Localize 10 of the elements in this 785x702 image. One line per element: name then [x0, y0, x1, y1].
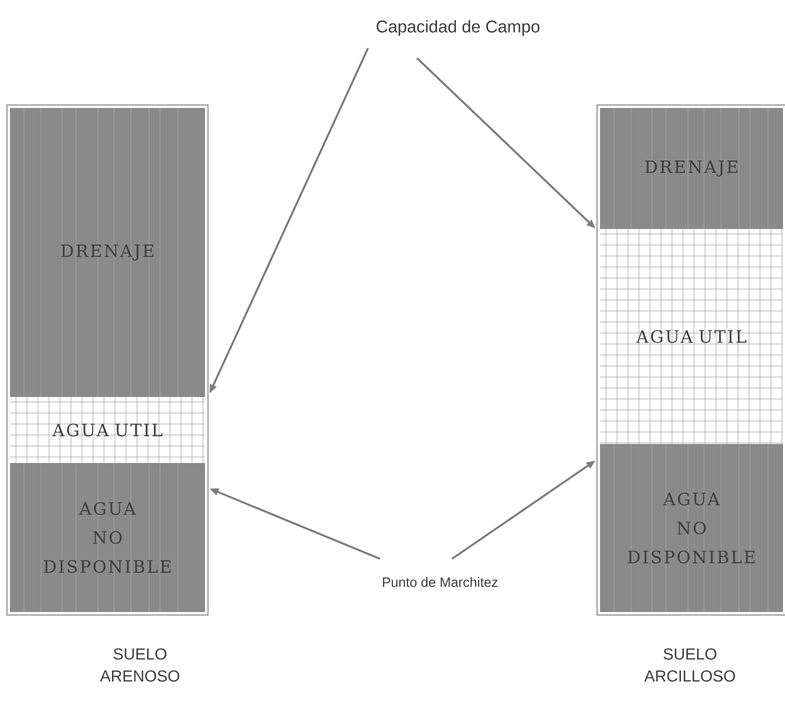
soil-band: AGUA NO DISPONIBLE [10, 462, 205, 612]
soil-band: DRENAJE [10, 108, 205, 398]
soil-band: DRENAJE [600, 108, 783, 230]
node-label: SUELO ARENOSO [100, 648, 180, 682]
soil-band: AGUA NO DISPONIBLE [600, 444, 783, 612]
soil-band: AGUA UTIL [10, 396, 206, 464]
label-text: Punto de Marchitez [382, 577, 498, 587]
soil-band: AGUA UTIL [600, 228, 784, 444]
label-text: Capacidad de Campo [376, 20, 540, 36]
node-label: SUELO ARCILLOSO [644, 648, 736, 682]
